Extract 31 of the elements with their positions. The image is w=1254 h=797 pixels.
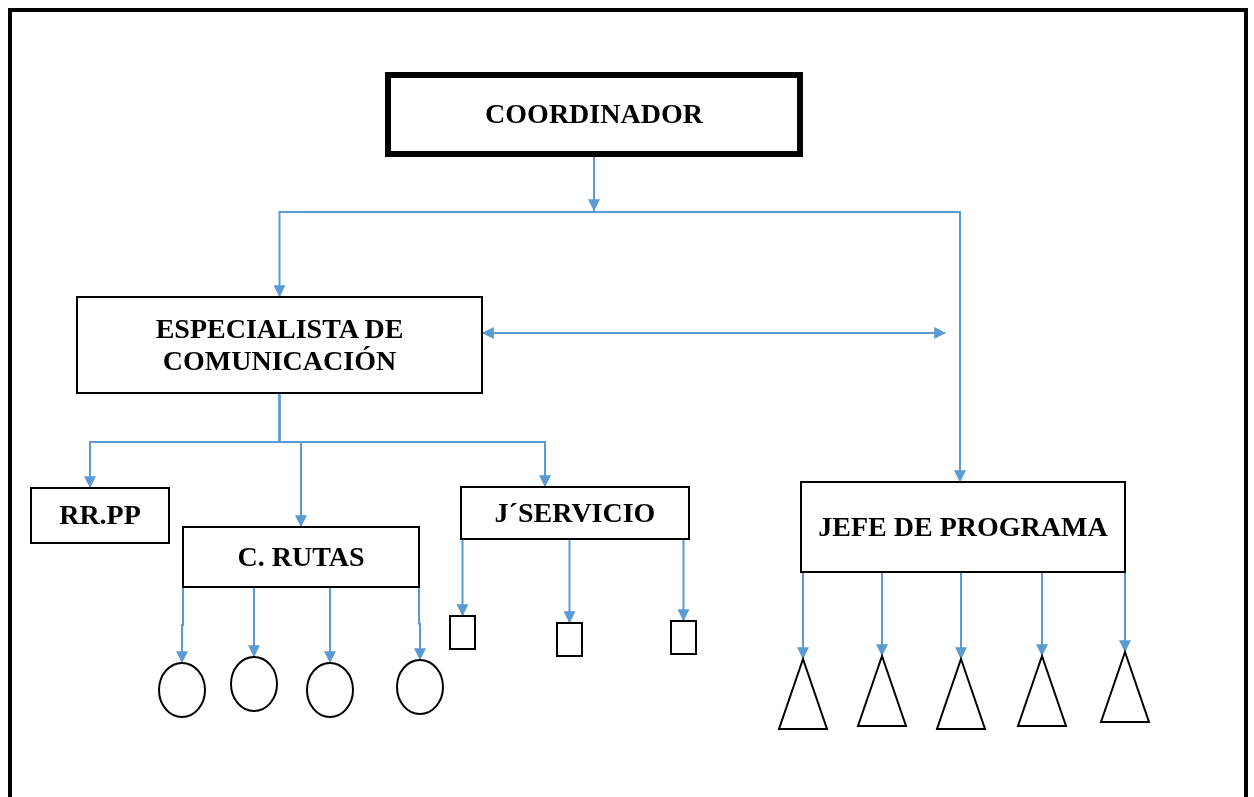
circle-shape [230, 656, 278, 712]
arrow [324, 587, 336, 664]
square-shape [449, 615, 476, 650]
arrow [414, 587, 426, 661]
triangle-shape [936, 658, 986, 730]
square-shape [556, 622, 583, 657]
arrow [278, 393, 551, 488]
arrow [248, 587, 260, 658]
arrow [176, 587, 188, 664]
arrow [1119, 572, 1131, 653]
arrow [955, 572, 967, 660]
arrow [456, 539, 469, 617]
arrow [1036, 572, 1048, 657]
org-box: JEFE DE PROGRAMA [800, 481, 1126, 573]
circle-shape [396, 659, 444, 715]
circle-shape [306, 662, 354, 718]
triangle-shape [1017, 655, 1067, 727]
org-box: J´SERVICIO [460, 486, 690, 540]
circle-shape [158, 662, 206, 718]
arrow [563, 539, 576, 624]
square-shape [670, 620, 697, 655]
arrow [677, 539, 690, 622]
org-box: COORDINADOR [385, 72, 803, 157]
triangle-shape [778, 658, 828, 730]
triangle-shape [857, 655, 907, 727]
arrow [876, 572, 888, 657]
arrow [797, 572, 809, 660]
org-box: RR.PP [30, 487, 170, 544]
org-box: C. RUTAS [182, 526, 420, 588]
triangle-shape [1100, 651, 1150, 723]
org-box: ESPECIALISTA DE COMUNICACIÓN [76, 296, 483, 394]
